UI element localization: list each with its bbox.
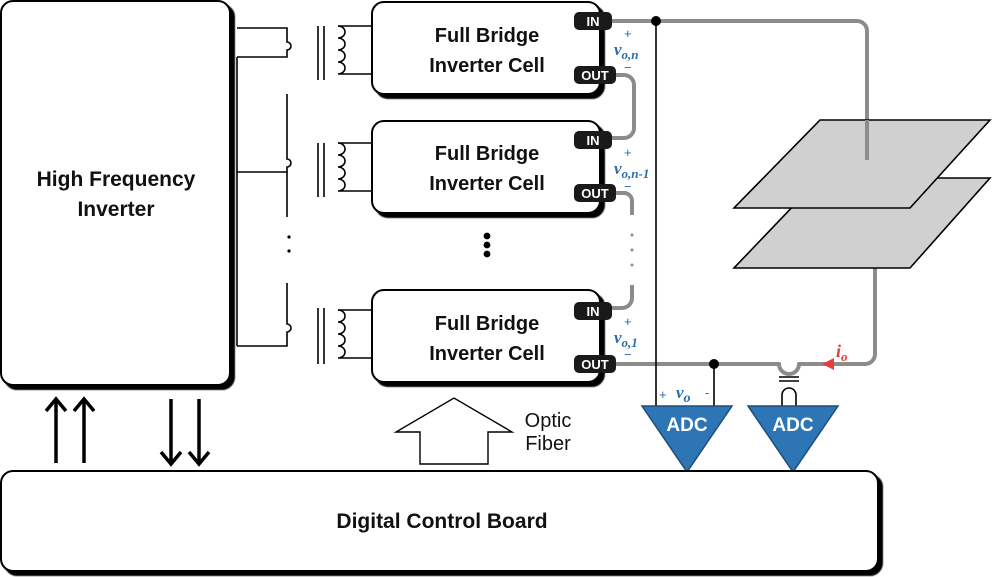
adc-current: ADC [746, 405, 840, 474]
current-transformer [779, 376, 799, 410]
inverter-vertical-ellipsis [287, 235, 291, 253]
cell-1-minus: − [624, 347, 632, 362]
cell-n-1-voltage-subscript: o,n-1 [622, 166, 650, 181]
arrow-up-1-head [44, 396, 68, 413]
cell-1-voltage-symbol: v [614, 328, 622, 347]
cell-n-1-out-label: OUT [581, 186, 609, 201]
cell-stack-ellipsis [483, 232, 491, 258]
inverter-label-line1: High Frequency [37, 168, 196, 191]
optic-fiber-label-line2: Fiber [525, 433, 571, 455]
output-current-subscript: o [841, 349, 848, 364]
cell-n-voltage: + vo,n − [614, 26, 639, 75]
adc-voltage: ADC [640, 405, 734, 474]
output-voltage-plus: + [659, 387, 667, 402]
cell-1-in-pin [574, 302, 612, 320]
cell-n-voltage-symbol: v [614, 40, 622, 59]
adc-current-label: ADC [772, 415, 813, 436]
cell-1-label-line1: Full Bridge [435, 313, 539, 335]
inverter-label-line2: Inverter [77, 198, 154, 221]
cell-n-1-voltage: + vo,n-1 − [614, 145, 649, 194]
cell-n-1-plus: + [624, 145, 632, 160]
cell-n-out-pin [574, 66, 616, 84]
inverter-cell-n-1: Full Bridge Inverter Cell IN OUT [371, 120, 616, 214]
cell-n-label-line2: Inverter Cell [429, 55, 545, 77]
transformer-n-1 [317, 142, 372, 197]
svg-text:vo: vo [676, 383, 691, 406]
optic-fiber-label-line1: Optic [525, 410, 572, 432]
cell-1-plus: + [624, 314, 632, 329]
current-arrow-icon [822, 358, 834, 370]
cell-1-voltage: + vo,1 − [614, 314, 638, 362]
cell-n-1-in-pin [574, 131, 612, 149]
svg-text:io: io [836, 341, 848, 364]
cell-1-voltage-subscript: o,1 [622, 335, 638, 350]
cell-n-label-line1: Full Bridge [435, 25, 539, 47]
digital-control-board: Digital Control Board [0, 470, 879, 572]
svg-text:vo,n: vo,n [614, 40, 639, 62]
top-plate [732, 119, 992, 209]
cell-1-label-line2: Inverter Cell [429, 343, 545, 365]
load-plates [732, 119, 992, 269]
output-voltage-subscript: o [684, 391, 691, 406]
inverter-cell-n: Full Bridge Inverter Cell IN OUT [371, 1, 616, 95]
cell-n-in-label: IN [587, 14, 600, 29]
sense-node-top [651, 16, 661, 26]
inverter-signal-arrows [44, 396, 211, 467]
arrow-down-1-head [159, 450, 183, 467]
cell-n-plus: + [624, 26, 632, 41]
cell-n-1-label-line1: Full Bridge [435, 143, 539, 165]
cell-n-minus: − [624, 60, 632, 75]
transformer-n [317, 25, 372, 80]
voltage-sense-wires [655, 21, 715, 410]
cell-n-in-pin [574, 12, 612, 30]
cell-n-1-voltage-symbol: v [614, 159, 622, 178]
optic-fiber-arrow [393, 397, 515, 465]
output-voltage-symbol: v [676, 383, 684, 402]
adc-voltage-label: ADC [666, 415, 707, 436]
inverter-cell-1: Full Bridge Inverter Cell IN OUT [371, 289, 616, 383]
cell-n-out-label: OUT [581, 68, 609, 83]
cell-n-voltage-subscript: o,n [622, 47, 639, 62]
series-wiring-ellipsis [630, 233, 634, 267]
ac-distribution-wires [236, 27, 292, 347]
svg-text:vo,1: vo,1 [614, 328, 638, 350]
arrow-down-2-head [187, 450, 211, 467]
output-current-label: io [822, 341, 848, 370]
control-board-label: Digital Control Board [336, 510, 547, 533]
output-voltage-label: + vo - [659, 383, 709, 406]
cell-n-1-minus: − [624, 179, 632, 194]
transformer-1 [317, 308, 372, 364]
cell-n-1-out-pin [574, 184, 616, 202]
cell-1-in-label: IN [587, 304, 600, 319]
sense-node-bottom [709, 359, 719, 369]
cell-n-1-label-line2: Inverter Cell [429, 173, 545, 195]
cell-n-1-in-label: IN [587, 133, 600, 148]
high-frequency-inverter: High Frequency Inverter [0, 0, 231, 386]
cell-1-out-label: OUT [581, 357, 609, 372]
output-voltage-minus: - [705, 385, 709, 400]
output-current-symbol: i [836, 341, 841, 361]
arrow-up-2-head [72, 396, 96, 413]
series-output-wiring [612, 19, 877, 376]
cell-1-out-pin [574, 355, 616, 373]
svg-text:vo,n-1: vo,n-1 [614, 159, 649, 181]
